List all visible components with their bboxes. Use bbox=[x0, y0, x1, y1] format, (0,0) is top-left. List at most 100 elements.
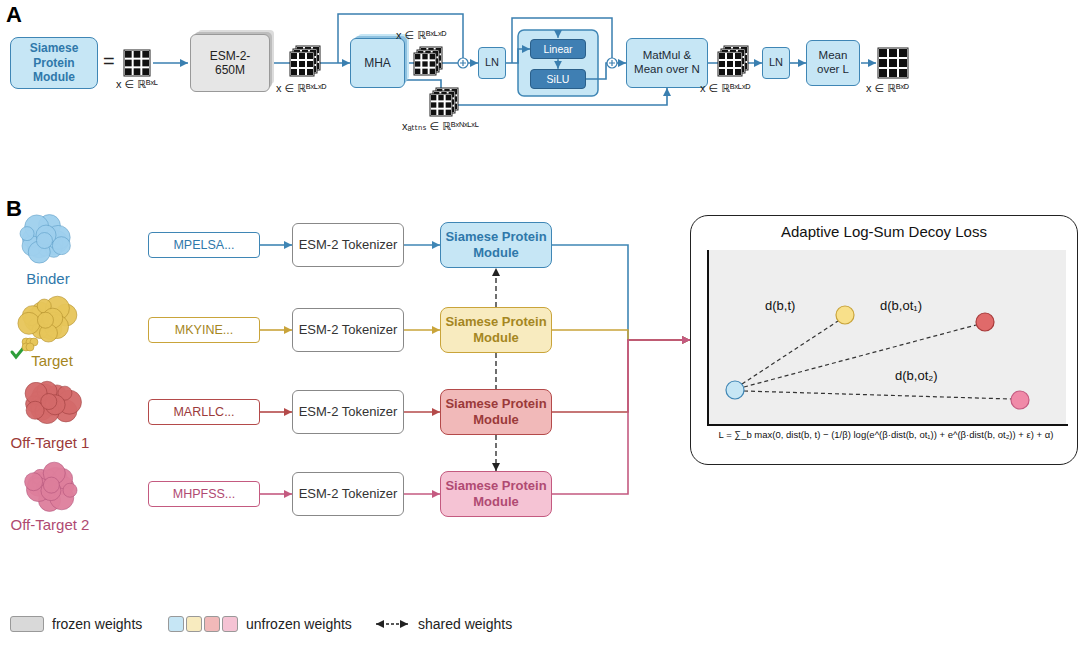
ffn-input-tick bbox=[557, 32, 558, 38]
matrix-icon bbox=[124, 50, 150, 76]
tensor-shape: x ∈ ℝᴮˣᴸˣᴰ bbox=[396, 29, 447, 42]
loss-box: Adaptive Log-Sum Decoy Loss bbox=[690, 215, 1078, 465]
linear-box: Linear bbox=[530, 39, 586, 60]
flow-arrow bbox=[404, 244, 440, 246]
legend-swatch bbox=[186, 616, 202, 632]
add-symbol bbox=[458, 58, 468, 68]
module-box: Siamese Protein Module bbox=[440, 307, 552, 353]
node-text: ESM-2 Tokenizer bbox=[299, 237, 398, 253]
matrix-icon bbox=[290, 52, 314, 76]
flow-arrow bbox=[404, 329, 440, 331]
matrix-icon bbox=[718, 52, 742, 76]
node-text: MARLLC... bbox=[173, 405, 234, 420]
flow-arrow bbox=[404, 493, 440, 495]
distance-line bbox=[744, 325, 976, 387]
flow-arrow bbox=[260, 329, 292, 331]
node-text: Siamese Protein Module bbox=[445, 229, 547, 260]
equals-sign: = bbox=[103, 49, 115, 73]
off-target-point bbox=[1011, 391, 1029, 409]
node-text: ESM-2 Tokenizer bbox=[299, 322, 398, 338]
flow-arrow bbox=[552, 340, 690, 494]
legend-item: frozen weights bbox=[10, 616, 142, 632]
node-text: MHPFSS... bbox=[173, 487, 236, 502]
node-text: Siamese Protein Module bbox=[445, 314, 547, 345]
protein-name: Off-Target 1 bbox=[11, 434, 90, 452]
sequence-box: MARLLC... bbox=[148, 399, 260, 425]
matrix-icon bbox=[430, 94, 452, 116]
binder-point bbox=[726, 381, 744, 399]
legend-line-sample bbox=[372, 617, 412, 631]
legend-swatch bbox=[10, 616, 44, 632]
tensor-shape: x ∈ ℝᴮˣᴰ bbox=[866, 82, 909, 95]
flow-arrow bbox=[506, 49, 530, 63]
loss-formula: L = ∑_b max(0, dist(b, t) − (1/β) log(e^… bbox=[700, 429, 1072, 440]
panel-letter: A bbox=[6, 2, 22, 28]
flow-arrow bbox=[153, 62, 188, 64]
flow-arrow bbox=[586, 63, 626, 79]
activation-box: SiLU bbox=[530, 69, 586, 90]
distance-label: d(b,ot₂) bbox=[895, 368, 938, 384]
matrix-icon bbox=[414, 53, 436, 75]
node-text: SiLU bbox=[547, 73, 570, 86]
tokenizer-box: ESM-2 Tokenizer bbox=[292, 390, 404, 434]
distance-label: d(b,ot₁) bbox=[880, 298, 922, 314]
off-target-point bbox=[976, 313, 994, 331]
norm-box: LN bbox=[762, 47, 790, 79]
shared-weights-link bbox=[495, 353, 496, 389]
legend-item: shared weights bbox=[372, 616, 512, 632]
shared-weights-link bbox=[495, 435, 496, 471]
flow-arrow bbox=[790, 62, 806, 64]
ffn-box bbox=[518, 30, 598, 96]
flow-arrow bbox=[552, 330, 690, 340]
node-text: MPELSA... bbox=[173, 238, 234, 253]
node-text: Siamese Protein Module bbox=[445, 478, 547, 509]
node-text: Adaptive Log-Sum Decoy Loss bbox=[781, 223, 987, 241]
flow-arrow bbox=[552, 245, 690, 340]
legend-swatch bbox=[168, 616, 184, 632]
flow-arrow bbox=[404, 411, 440, 413]
tensor-shape: x ∈ ℝᴮˣᴸ bbox=[116, 78, 158, 91]
add-symbol bbox=[607, 58, 617, 68]
protein-name: Binder bbox=[26, 270, 69, 288]
sequence-box: MPELSA... bbox=[148, 232, 260, 258]
flow-arrow bbox=[260, 244, 292, 246]
distance-label: d(b,t) bbox=[765, 298, 795, 314]
legend-text: shared weights bbox=[418, 616, 512, 632]
node-text: MKYINE... bbox=[175, 323, 233, 338]
panel-letter: B bbox=[6, 196, 22, 222]
sequence-box: MHPFSS... bbox=[148, 481, 260, 507]
module-box: Siamese Protein Module bbox=[440, 471, 552, 517]
distance-line bbox=[742, 321, 838, 384]
legend-swatch bbox=[222, 616, 238, 632]
plot-area bbox=[708, 250, 1066, 425]
module-box: Siamese Protein Module bbox=[440, 389, 552, 435]
plot-axes bbox=[708, 250, 1068, 425]
node-text: LN bbox=[485, 56, 499, 69]
legend-text: frozen weights bbox=[52, 616, 142, 632]
module-box: Siamese Protein Module bbox=[440, 222, 552, 268]
node-text: Siamese Protein Module bbox=[445, 396, 547, 427]
legend-text: unfrozen weights bbox=[246, 616, 352, 632]
flow-arrow bbox=[552, 340, 690, 412]
sequence-box: MKYINE... bbox=[148, 317, 260, 343]
frozen-model-box: ESM-2-650M bbox=[190, 34, 270, 92]
tokenizer-box: ESM-2 Tokenizer bbox=[292, 472, 404, 516]
node-text: Siamese Protein Module bbox=[15, 41, 93, 84]
protein-name: Off-Target 2 bbox=[11, 516, 90, 534]
flow-arrow bbox=[260, 493, 292, 495]
node-text: Mean over L bbox=[811, 49, 855, 77]
node-text: MHA bbox=[364, 56, 391, 70]
distance-line bbox=[744, 391, 1011, 399]
flow-arrow bbox=[260, 411, 292, 413]
node-text: MatMul & Mean over N bbox=[631, 49, 703, 77]
target-point bbox=[836, 306, 854, 324]
node-text: LN bbox=[769, 56, 783, 69]
pooling-box: Mean over L bbox=[806, 40, 860, 86]
node-text: ESM-2-650M bbox=[195, 49, 265, 78]
protein-illustrations bbox=[18, 215, 82, 512]
flow-arrow bbox=[861, 62, 876, 64]
shared-weights-link bbox=[495, 268, 496, 307]
tensor-shape: x ∈ ℝᴮˣᴸˣᴰ bbox=[276, 82, 327, 95]
